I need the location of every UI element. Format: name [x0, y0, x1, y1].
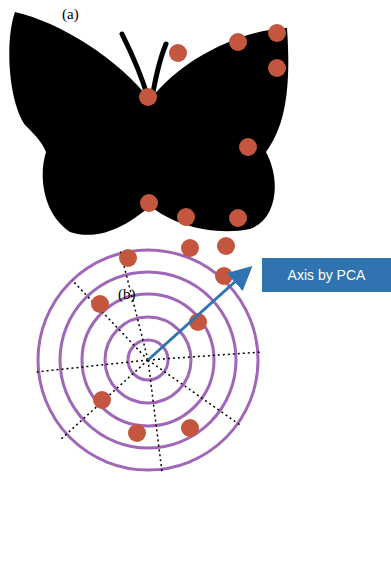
pca-points: [91, 237, 235, 442]
panel-label: (a): [62, 6, 79, 23]
concentric-circles: [38, 250, 258, 470]
butterfly-silhouette: [9, 12, 288, 235]
callout-box: Axis by PCA: [262, 258, 391, 292]
radial-dotted-lines: [36, 250, 262, 472]
butterfly-landmarks: [139, 24, 286, 227]
pca-axis-arrow: [148, 270, 248, 360]
callout-text: Axis by PCA: [288, 267, 366, 283]
panel-label: (b): [118, 286, 136, 303]
